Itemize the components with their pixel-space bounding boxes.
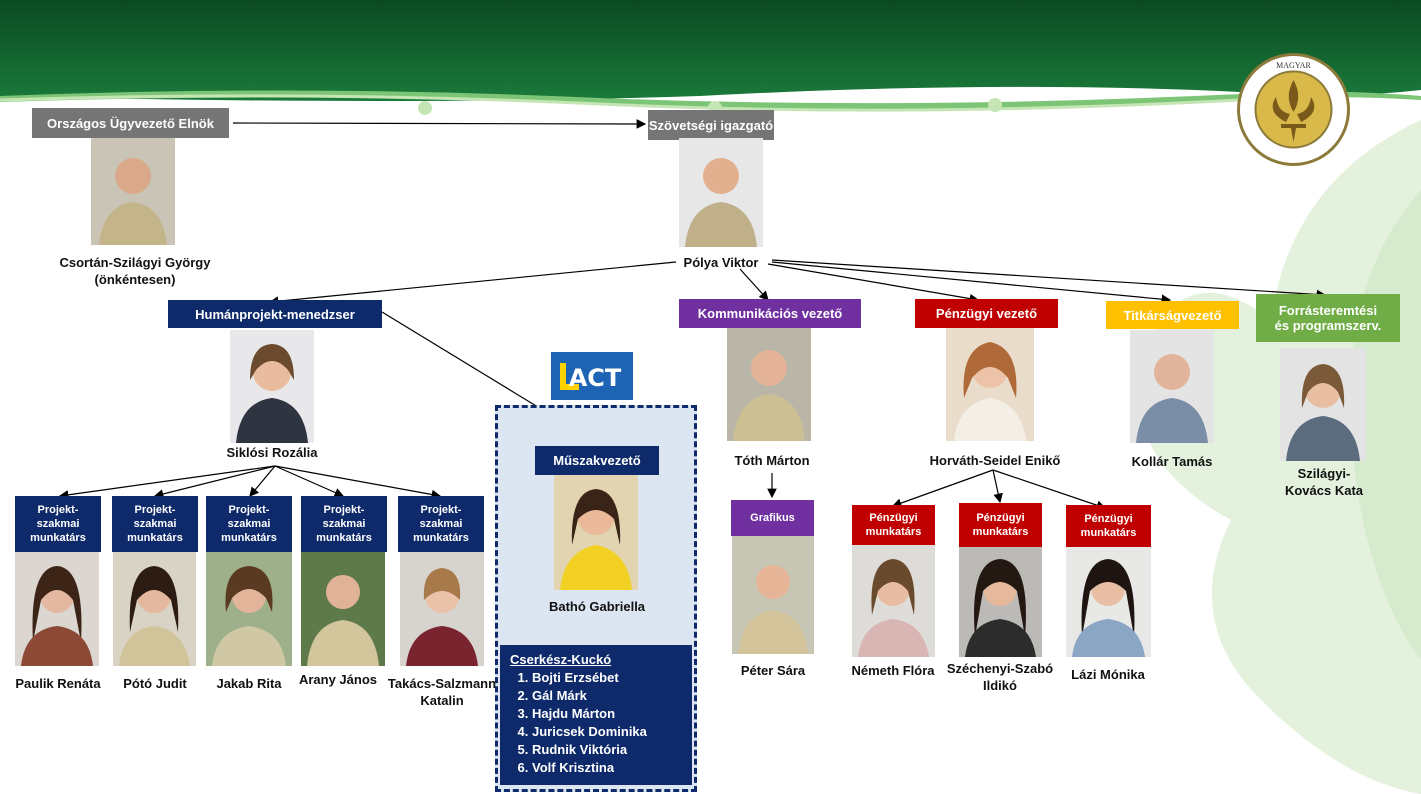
photo-finance-staff-2 bbox=[959, 547, 1042, 657]
name-project-staff-4: Arany János bbox=[298, 672, 378, 687]
scout-emblem-logo: MAGYAR bbox=[1237, 53, 1350, 166]
name-finance-staff-1: Németh Flóra bbox=[851, 663, 935, 678]
name-director: Pólya Viktor bbox=[683, 255, 759, 270]
svg-text:MAGYAR: MAGYAR bbox=[1276, 61, 1311, 70]
photo-project-staff-2 bbox=[113, 552, 196, 666]
lact-logo-mark: ACT bbox=[560, 363, 622, 392]
photo-graphic bbox=[732, 536, 814, 654]
name-project-staff-3: Jakab Rita bbox=[216, 676, 282, 691]
photo-project-staff-5 bbox=[400, 552, 484, 666]
role-project-staff-3: Projekt- szakmai munkatárs bbox=[206, 496, 292, 552]
name-finance-staff-2: Széchenyi-Szabó Ildikó bbox=[946, 661, 1054, 693]
name-project-staff-1: Paulik Renáta bbox=[15, 676, 101, 691]
kucko-member: Hajdu Márton bbox=[532, 705, 682, 723]
name-comm-lead: Tóth Márton bbox=[734, 453, 810, 468]
svg-text:ACT: ACT bbox=[569, 364, 622, 392]
role-director: Szövetségi igazgató bbox=[648, 110, 774, 140]
name-hr-manager: Siklósi Rozália bbox=[226, 445, 318, 460]
lact-logo: ACT bbox=[551, 352, 633, 400]
role-president: Országos Ügyvezető Elnök bbox=[32, 108, 229, 138]
photo-president bbox=[91, 138, 175, 245]
photo-project-staff-3 bbox=[206, 552, 292, 666]
role-project-staff-5: Projekt- szakmai munkatárs bbox=[398, 496, 484, 552]
kucko-title: Cserkész-Kuckó bbox=[510, 652, 612, 667]
photo-project-staff-1 bbox=[15, 552, 99, 666]
photo-tech-lead bbox=[554, 475, 638, 590]
photo-finance-staff-1 bbox=[852, 545, 935, 657]
role-secretariat: Titkárságvezető bbox=[1106, 301, 1239, 329]
role-project-staff-1: Projekt- szakmai munkatárs bbox=[15, 496, 101, 552]
kucko-member: Volf Krisztina bbox=[532, 759, 682, 777]
name-tech-lead: Bathó Gabriella bbox=[548, 599, 646, 614]
kucko-member: Juricsek Dominika bbox=[532, 723, 682, 741]
role-comm-lead: Kommunikációs vezető bbox=[679, 299, 861, 328]
role-finance-staff-2: Pénzügyi munkatárs bbox=[959, 503, 1042, 547]
name-finance-lead: Horváth-Seidel Enikő bbox=[929, 453, 1061, 468]
role-hr-manager: Humánprojekt-menedzser bbox=[168, 300, 382, 328]
role-graphic: Grafikus bbox=[731, 500, 814, 536]
photo-comm-lead bbox=[727, 328, 811, 441]
role-project-staff-2: Projekt- szakmai munkatárs bbox=[112, 496, 198, 552]
photo-hr-manager bbox=[230, 330, 314, 443]
role-finance-lead: Pénzügyi vezető bbox=[915, 299, 1058, 328]
photo-project-staff-4 bbox=[301, 552, 385, 666]
name-secretariat: Kollár Tamás bbox=[1131, 454, 1213, 469]
role-project-staff-4: Projekt- szakmai munkatárs bbox=[301, 496, 387, 552]
kucko-member: Rudnik Viktória bbox=[532, 741, 682, 759]
photo-finance-staff-3 bbox=[1066, 547, 1151, 657]
name-graphic: Péter Sára bbox=[740, 663, 806, 678]
name-project-staff-5: Takács-Salzmann Katalin bbox=[387, 676, 497, 708]
header-banner bbox=[0, 0, 1421, 115]
name-fundraising: Szilágyi- Kovács Kata bbox=[1284, 466, 1364, 498]
photo-fundraising bbox=[1280, 348, 1366, 461]
name-president: Csortán-Szilágyi György (önkéntesen) bbox=[59, 255, 211, 287]
kucko-members: Bojti Erzsébet Gál Márk Hajdu Márton Jur… bbox=[510, 669, 682, 777]
role-tech-lead: Műszakvezető bbox=[535, 446, 659, 475]
fleur-watermark bbox=[1137, 120, 1421, 794]
name-finance-staff-3: Lázi Mónika bbox=[1071, 667, 1145, 682]
role-fundraising: Forrásteremtési és programszerv. bbox=[1256, 294, 1400, 342]
photo-finance-lead bbox=[946, 328, 1034, 441]
kucko-list: Cserkész-Kuckó Bojti Erzsébet Gál Márk H… bbox=[500, 645, 692, 785]
photo-director bbox=[679, 138, 763, 247]
role-finance-staff-3: Pénzügyi munkatárs bbox=[1066, 505, 1151, 547]
name-project-staff-2: Pótó Judit bbox=[123, 676, 187, 691]
photo-secretariat bbox=[1130, 330, 1214, 443]
role-finance-staff-1: Pénzügyi munkatárs bbox=[852, 505, 935, 545]
kucko-member: Bojti Erzsébet bbox=[532, 669, 682, 687]
kucko-member: Gál Márk bbox=[532, 687, 682, 705]
